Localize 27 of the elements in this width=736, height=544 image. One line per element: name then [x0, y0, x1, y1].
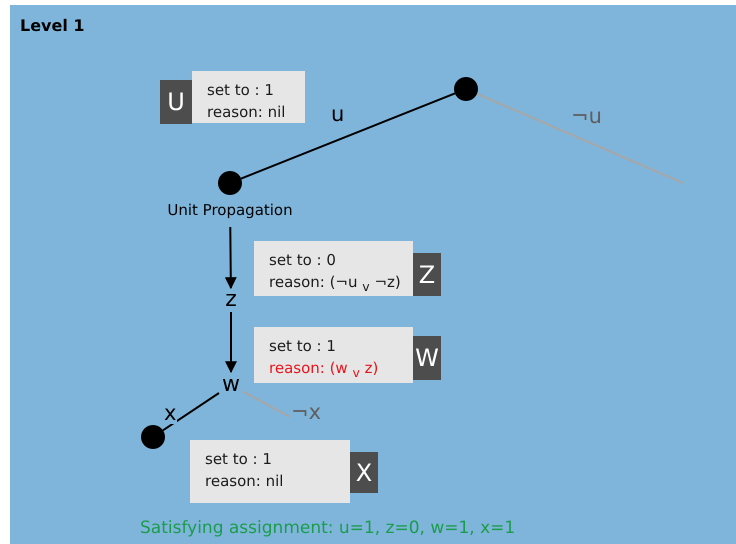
reason-text: reason: nil — [205, 471, 284, 492]
set-value-text: set to : 0 — [269, 250, 336, 271]
variable-label: w — [219, 372, 243, 398]
assignment-card — [192, 71, 305, 123]
assignment-card — [254, 327, 413, 383]
branch-line — [240, 92, 456, 180]
variable-tag: X — [350, 452, 378, 493]
variable-tag: Z — [413, 253, 441, 296]
set-value-text: set to : 1 — [207, 80, 274, 101]
arrow — [225, 312, 237, 374]
branch-line — [162, 392, 220, 432]
set-value-text: set to : 1 — [205, 449, 272, 470]
arrow — [224, 226, 237, 290]
variable-tag: W — [413, 336, 441, 380]
reason-text: reason: nil — [207, 102, 286, 123]
branch-line — [242, 390, 290, 418]
reason-text: reason: (¬u $_{v}$ ¬z) — [269, 272, 401, 296]
reason-text: reason: (w $_{v}$ z) — [269, 358, 378, 382]
set-value-text: set to : 1 — [269, 336, 336, 357]
assignment-card — [190, 440, 350, 503]
variable-tag: U — [160, 80, 192, 124]
variable-label: z — [221, 288, 241, 312]
assignment-card — [254, 241, 413, 296]
caption: Satisfying assignment: u=1, z=0, w=1, x=1 — [140, 518, 516, 538]
node-caption: Unit Propagation — [167, 201, 293, 219]
level-title: Level 1 — [20, 16, 85, 35]
branch-line — [476, 92, 684, 184]
